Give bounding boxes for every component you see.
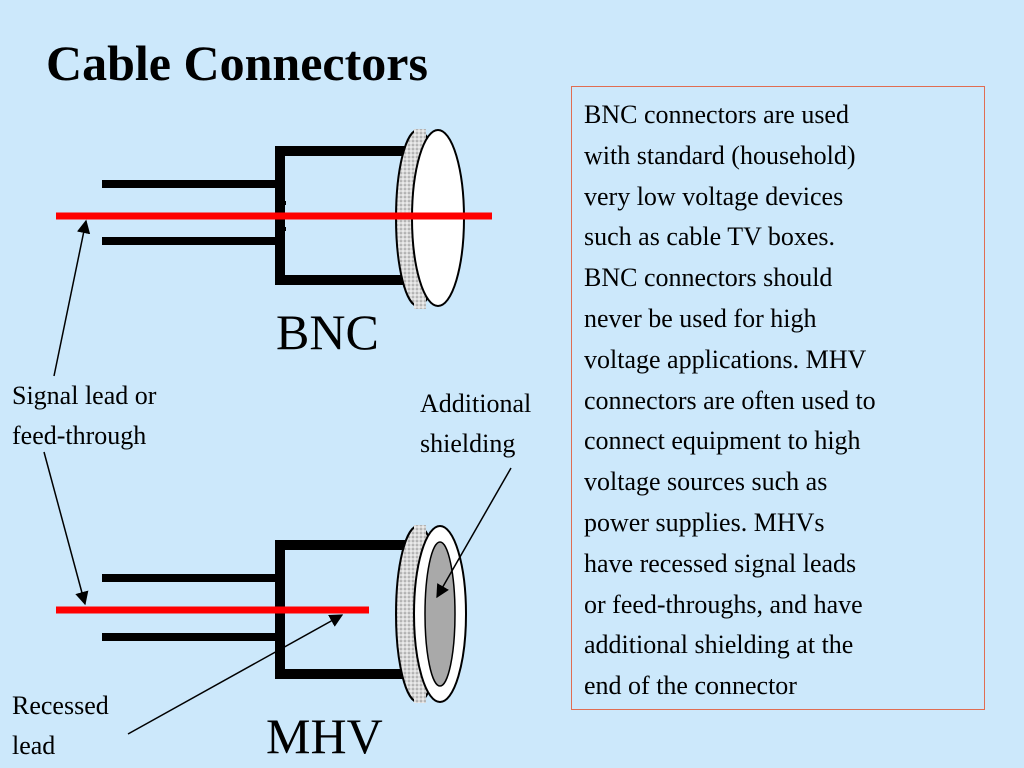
- annotation-arrows: [43, 219, 512, 735]
- description-line: BNC connectors should: [584, 263, 833, 293]
- description-line: connect equipment to high: [584, 426, 861, 456]
- bnc-connector-icon: [56, 129, 492, 309]
- description-line: power supplies. MHVs: [584, 507, 825, 537]
- bnc-label: BNC: [276, 304, 379, 360]
- signal-lead-label-line: feed-through: [12, 421, 147, 450]
- description-line: BNC connectors are used: [584, 100, 849, 129]
- mhv-connector-icon: [56, 525, 467, 703]
- additional-shielding-label-line: Additional: [420, 389, 532, 418]
- mhv-shield-insert: [424, 541, 456, 687]
- description-line: voltage sources such as: [584, 467, 828, 497]
- description-line: voltage applications. MHV: [584, 344, 867, 374]
- description-line: end of the connector: [584, 671, 797, 701]
- recessed-lead-label-line: Recessed: [12, 691, 109, 720]
- description-line: with standard (household): [584, 140, 856, 170]
- description-line: very low voltage devices: [584, 181, 844, 211]
- mhv-label: MHV: [266, 708, 383, 764]
- signal-lead-label-line: Signal lead or: [12, 381, 157, 410]
- recessed-lead-label: Recessed lead: [12, 686, 109, 766]
- additional-shielding-label-line: shielding: [420, 429, 516, 458]
- description-line: connectors are often used to: [584, 385, 876, 415]
- additional-shielding-label: Additional shielding: [420, 384, 531, 464]
- description-line: never be used for high: [584, 303, 817, 333]
- signal-lead-label: Signal lead or feed-through: [12, 376, 156, 456]
- recessed-lead-label-line: lead: [12, 731, 56, 760]
- description-line: have recessed signal leads: [584, 548, 857, 578]
- description-line: such as cable TV boxes.: [584, 222, 836, 252]
- description-line: additional shielding at the: [584, 630, 854, 660]
- description-line: or feed-throughs, and have: [584, 589, 863, 619]
- slide-title: Cable Connectors: [46, 35, 428, 91]
- description-box: BNC connectors are used with standard (h…: [571, 86, 985, 710]
